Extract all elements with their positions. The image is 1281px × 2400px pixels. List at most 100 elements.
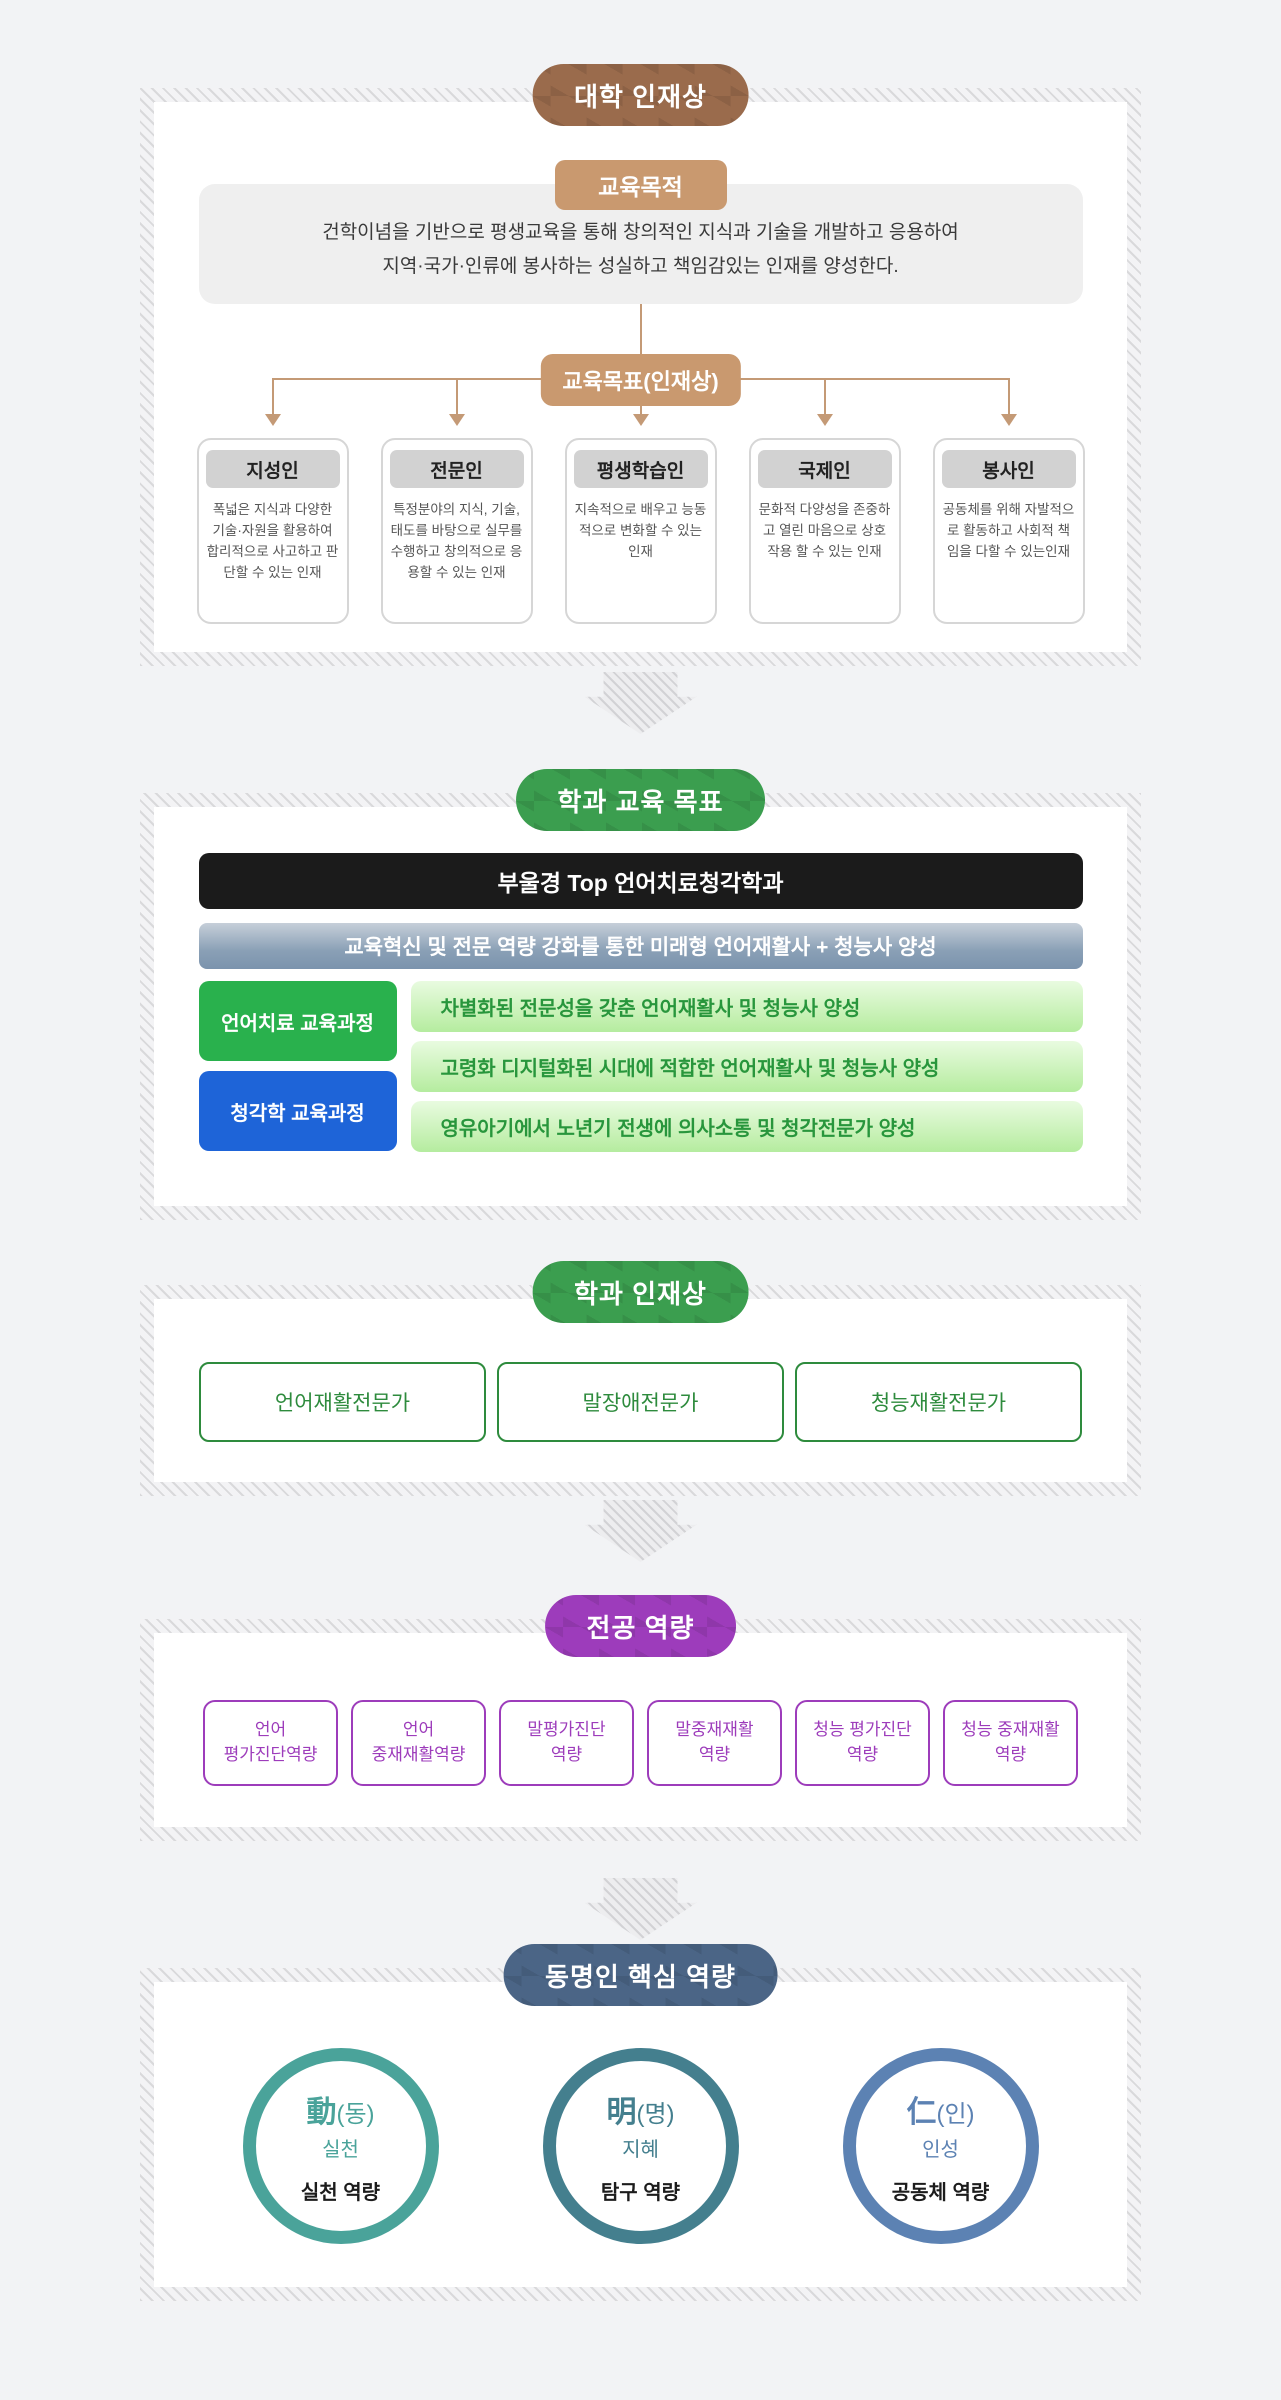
competency-line2: 중재재활역량 xyxy=(371,1745,466,1764)
connector-drop-line xyxy=(271,378,274,415)
section-university-talent: 대학 인재상 교육목적 건학이념을 기반으로 평생교육을 통해 창의적인 지식과… xyxy=(140,64,1141,666)
curriculum-tracks: 언어치료 교육과정 청각학 교육과정 차별화된 전문성을 갖춘 언어재활사 및 … xyxy=(198,981,1083,1152)
competency-line2: 역량 xyxy=(550,1745,583,1764)
section-divider-arrow-icon xyxy=(584,672,697,734)
hanja-reading: (명) xyxy=(636,2101,675,2128)
dept-talent-speech-disorder: 말장애전문가 xyxy=(497,1362,784,1442)
competency-line2: 역량 xyxy=(846,1745,879,1764)
section-title-core-competency: 동명인 핵심 역량 xyxy=(503,1944,778,2006)
section-dept-talent-panel: 언어재활전문가 말장애전문가 청능재활전문가 xyxy=(154,1299,1127,1482)
competency-line1: 말중재재활 xyxy=(675,1720,754,1740)
core-circle-hanja-line: 動(동) xyxy=(306,2087,374,2131)
education-goals-badge: 교육목표(인재상) xyxy=(540,354,741,407)
core-circle-hanja-line: 仁(인) xyxy=(906,2087,974,2131)
connector-drop-line xyxy=(455,378,458,415)
talent-card-title: 전문인 xyxy=(389,450,524,489)
section-major-competency: 전공 역량 언어 평가진단역량 언어 중재재활역량 말평가진단 역량 말중재재활… xyxy=(140,1595,1141,1841)
talent-card-professional: 전문인 특정분야의 지식, 기술, 태도를 바탕으로 실무를 수행하고 창의적으… xyxy=(380,438,533,625)
education-goals-connector-tree: 교육목표(인재상) xyxy=(154,354,1127,438)
talent-card-title: 평생학습인 xyxy=(573,450,708,489)
talent-card-intellectual: 지성인 폭넓은 지식과 다양한 기술·자원을 활용하여 합리적으로 사고하고 판… xyxy=(196,438,349,625)
talent-card-lifelong-learner: 평생학습인 지속적으로 배우고 능동적으로 변화할 수 있는 인재 xyxy=(564,438,717,625)
section-divider-arrow-icon xyxy=(584,1878,697,1940)
track-audiology: 청각학 교육과정 xyxy=(198,1071,397,1151)
track-speech-therapy: 언어치료 교육과정 xyxy=(198,981,397,1061)
competency-line1: 청능 평가진단 xyxy=(813,1720,912,1740)
core-circle-name: 실천 xyxy=(322,2139,359,2161)
goal-bar: 고령화 디지털화된 시대에 적합한 언어재활사 및 청능사 양성 xyxy=(410,1041,1083,1092)
hanja-character: 明 xyxy=(606,2096,637,2129)
talent-card-title: 국제인 xyxy=(757,450,892,489)
arrow-down-icon xyxy=(264,414,281,427)
competency-card: 말평가진단 역량 xyxy=(499,1700,634,1786)
dept-talent-speech-rehab: 언어재활전문가 xyxy=(199,1362,486,1442)
arrow-down-icon xyxy=(1000,414,1017,427)
section-title-dept-talent: 학과 인재상 xyxy=(532,1261,749,1323)
section-title-major-competency: 전공 역량 xyxy=(545,1595,737,1657)
competency-line1: 언어 xyxy=(254,1720,287,1740)
competency-card: 청능 중재재활 역량 xyxy=(943,1700,1078,1786)
competency-card: 언어 평가진단역량 xyxy=(203,1700,338,1786)
talent-card-global-citizen: 국제인 문화적 다양성을 존중하고 열린 마음으로 상호작용 할 수 있는 인재 xyxy=(748,438,901,625)
section-dept-talent: 학과 인재상 언어재활전문가 말장애전문가 청능재활전문가 xyxy=(140,1261,1141,1496)
section-title-university-talent: 대학 인재상 xyxy=(532,64,749,126)
core-circle-wisdom: 明(명) 지혜 탐구 역량 xyxy=(542,2048,739,2244)
competency-card: 언어 중재재활역량 xyxy=(351,1700,486,1786)
core-circle-capability: 공동체 역량 xyxy=(891,2182,990,2204)
dept-talent-cards: 언어재활전문가 말장애전문가 청능재활전문가 xyxy=(154,1362,1127,1442)
education-purpose-line2: 지역·국가·인류에 봉사하는 성실하고 책임감있는 인재를 양성한다. xyxy=(382,256,899,278)
dept-subheadline-bar: 교육혁신 및 전문 역량 강화를 통한 미래형 언어재활사 + 청능사 양성 xyxy=(198,923,1083,969)
section-dept-education-goals: 학과 교육 목표 부울경 Top 언어치료청각학과 교육혁신 및 전문 역량 강… xyxy=(140,769,1141,1220)
competency-card: 청능 평가진단 역량 xyxy=(795,1700,930,1786)
hanja-reading: (동) xyxy=(336,2101,375,2128)
hanja-character: 仁 xyxy=(906,2096,937,2129)
competency-line1: 언어 xyxy=(402,1720,435,1740)
competency-line2: 평가진단역량 xyxy=(223,1745,318,1764)
talent-card-desc: 지속적으로 배우고 능동적으로 변화할 수 있는 인재 xyxy=(574,502,707,560)
education-purpose-badge: 교육목적 xyxy=(554,160,727,210)
curriculum-track-labels: 언어치료 교육과정 청각학 교육과정 xyxy=(198,981,397,1152)
talent-card-desc: 공동체를 위해 자발적으로 활동하고 사회적 책임을 다할 수 있는인재 xyxy=(942,502,1075,560)
section-university-panel: 교육목적 건학이념을 기반으로 평생교육을 통해 창의적인 지식과 기술을 개발… xyxy=(154,102,1127,652)
talent-card-desc: 폭넓은 지식과 다양한 기술·자원을 활용하여 합리적으로 사고하고 판단할 수… xyxy=(206,502,339,581)
talent-card-desc: 문화적 다양성을 존중하고 열린 마음으로 상호작용 할 수 있는 인재 xyxy=(758,502,891,560)
section-title-dept-education-goals: 학과 교육 목표 xyxy=(516,769,766,831)
talent-card-desc: 특정분야의 지식, 기술, 태도를 바탕으로 실무를 수행하고 창의적으로 응용… xyxy=(390,502,523,581)
section-divider-arrow-icon xyxy=(584,1500,697,1562)
arrow-down-icon xyxy=(448,414,465,427)
connector-drop-line xyxy=(1007,378,1010,415)
competency-line2: 역량 xyxy=(698,1745,731,1764)
core-circle-name: 인성 xyxy=(922,2139,959,2161)
competency-line1: 말평가진단 xyxy=(527,1720,606,1740)
talent-card-title: 지성인 xyxy=(205,450,340,489)
core-circle-practice: 動(동) 실천 실천 역량 xyxy=(242,2048,439,2244)
core-circle-capability: 실천 역량 xyxy=(300,2182,381,2204)
core-circle-name: 지혜 xyxy=(622,2139,659,2161)
core-circle-character: 仁(인) 인성 공동체 역량 xyxy=(842,2048,1039,2244)
core-circle-capability: 탐구 역량 xyxy=(600,2182,681,2204)
competency-card: 말중재재활 역량 xyxy=(647,1700,782,1786)
dept-talent-auditory-rehab: 청능재활전문가 xyxy=(795,1362,1082,1442)
arrow-down-icon xyxy=(816,414,833,427)
talent-card-title: 봉사인 xyxy=(941,450,1076,489)
education-purpose-line1: 건학이념을 기반으로 평생교육을 통해 창의적인 지식과 기술을 개발하고 응용… xyxy=(322,222,959,243)
curriculum-goal-bars: 차별화된 전문성을 갖춘 언어재활사 및 청능사 양성 고령화 디지털화된 시대… xyxy=(410,981,1083,1152)
core-circle-hanja-line: 明(명) xyxy=(606,2087,674,2131)
goal-bar: 영유아기에서 노년기 전생에 의사소통 및 청각전문가 양성 xyxy=(410,1101,1083,1152)
connector-drop-line xyxy=(823,378,826,415)
university-talent-cards: 지성인 폭넓은 지식과 다양한 기술·자원을 활용하여 합리적으로 사고하고 판… xyxy=(154,438,1127,625)
hanja-character: 動 xyxy=(306,2096,337,2129)
connector-vertical-line xyxy=(639,304,642,355)
dept-headline-bar: 부울경 Top 언어치료청각학과 xyxy=(198,853,1083,909)
hanja-reading: (인) xyxy=(936,2101,975,2128)
section-core-competency-panel: 動(동) 실천 실천 역량 明(명) 지혜 탐구 역량 仁(인) 인성 공동체 … xyxy=(154,1982,1127,2287)
competency-line2: 역량 xyxy=(994,1745,1027,1764)
goal-bar: 차별화된 전문성을 갖춘 언어재활사 및 청능사 양성 xyxy=(410,981,1083,1032)
core-competency-circles: 動(동) 실천 실천 역량 明(명) 지혜 탐구 역량 仁(인) 인성 공동체 … xyxy=(154,2048,1127,2244)
competency-cards: 언어 평가진단역량 언어 중재재활역량 말평가진단 역량 말중재재활 역량 청능… xyxy=(154,1700,1127,1786)
section-dept-goals-panel: 부울경 Top 언어치료청각학과 교육혁신 및 전문 역량 강화를 통한 미래형… xyxy=(154,807,1127,1206)
section-major-competency-panel: 언어 평가진단역량 언어 중재재활역량 말평가진단 역량 말중재재활 역량 청능… xyxy=(154,1633,1127,1827)
talent-card-volunteer: 봉사인 공동체를 위해 자발적으로 활동하고 사회적 책임을 다할 수 있는인재 xyxy=(932,438,1085,625)
arrow-down-icon xyxy=(632,414,649,427)
